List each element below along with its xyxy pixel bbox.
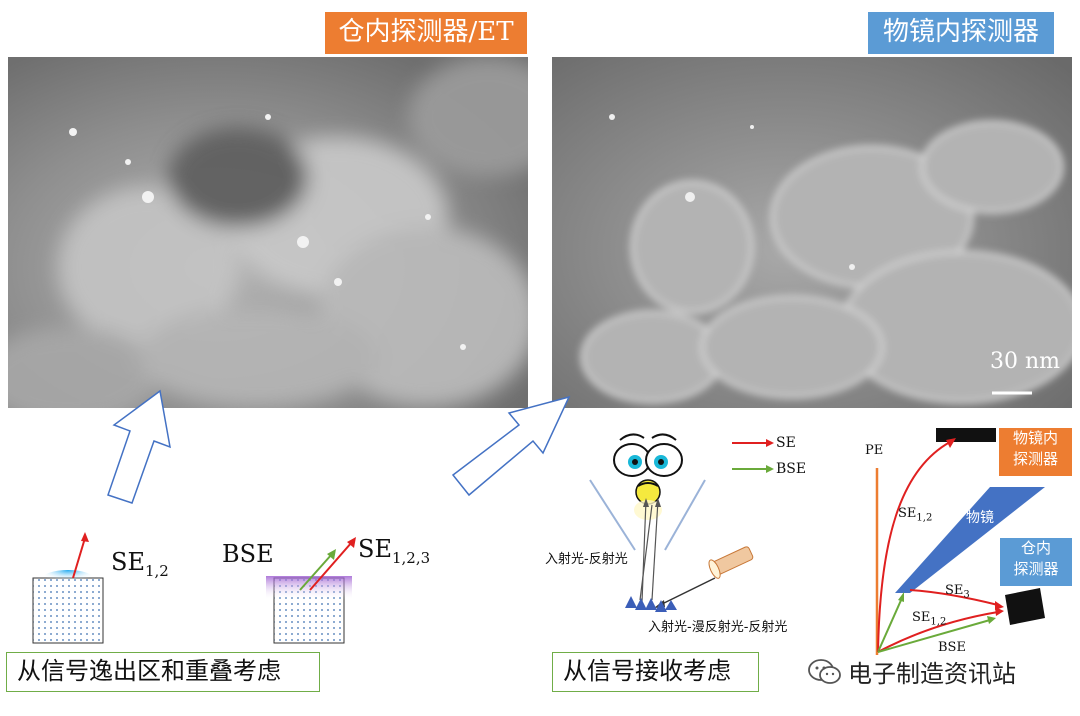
legend-se-label: SE bbox=[776, 435, 796, 451]
incident-reflect-label: 入射光-反射光 bbox=[545, 552, 628, 567]
caption-signal-receive: 从信号接收考虑 bbox=[552, 652, 759, 692]
se12-top-label: SE1,2 bbox=[898, 506, 933, 524]
eye-observer-diagram bbox=[589, 433, 754, 612]
legend-bse-label: BSE bbox=[776, 461, 807, 477]
diagonal-arrow-icon bbox=[451, 395, 571, 497]
se-sample-schematic bbox=[32, 532, 104, 644]
inlens-detector-label: 物镜内探测器 bbox=[868, 12, 1054, 54]
chamber-detector-box: 仓内 探测器 bbox=[1000, 538, 1072, 586]
legend-arrows bbox=[732, 439, 774, 473]
chamber-detector-label: 仓内探测器/ET bbox=[325, 12, 527, 54]
caption-signal-escape: 从信号逸出区和重叠考虑 bbox=[6, 652, 320, 692]
bse-sample-schematic bbox=[266, 537, 356, 644]
pe-label: PE bbox=[865, 443, 884, 458]
bse-label: BSE bbox=[222, 540, 274, 568]
incident-diffuse-label: 入射光-漫反射光-反射光 bbox=[648, 620, 788, 635]
wechat-icon bbox=[808, 658, 841, 684]
watermark: 电子制造资讯站 bbox=[808, 654, 1016, 689]
sem-image-chamber bbox=[8, 57, 528, 408]
scale-bar-label: 30 nm bbox=[990, 349, 1061, 374]
watermark-text: 电子制造资讯站 bbox=[848, 660, 1016, 688]
sem-image-inlens: 30 nm bbox=[552, 57, 1072, 408]
se123-label: SE1,2,3 bbox=[358, 535, 431, 567]
se3-label: SE3 bbox=[945, 583, 970, 601]
bse-low-label: BSE bbox=[938, 640, 966, 655]
se12-label: SE1,2 bbox=[111, 548, 169, 580]
inlens-detector-box: 物镜内 探测器 bbox=[999, 428, 1072, 476]
lens-label: 物镜 bbox=[966, 510, 994, 526]
se12-low-label: SE1,2 bbox=[912, 610, 947, 628]
up-arrow-icon bbox=[107, 389, 171, 504]
detector-geometry-diagram bbox=[875, 428, 1045, 655]
